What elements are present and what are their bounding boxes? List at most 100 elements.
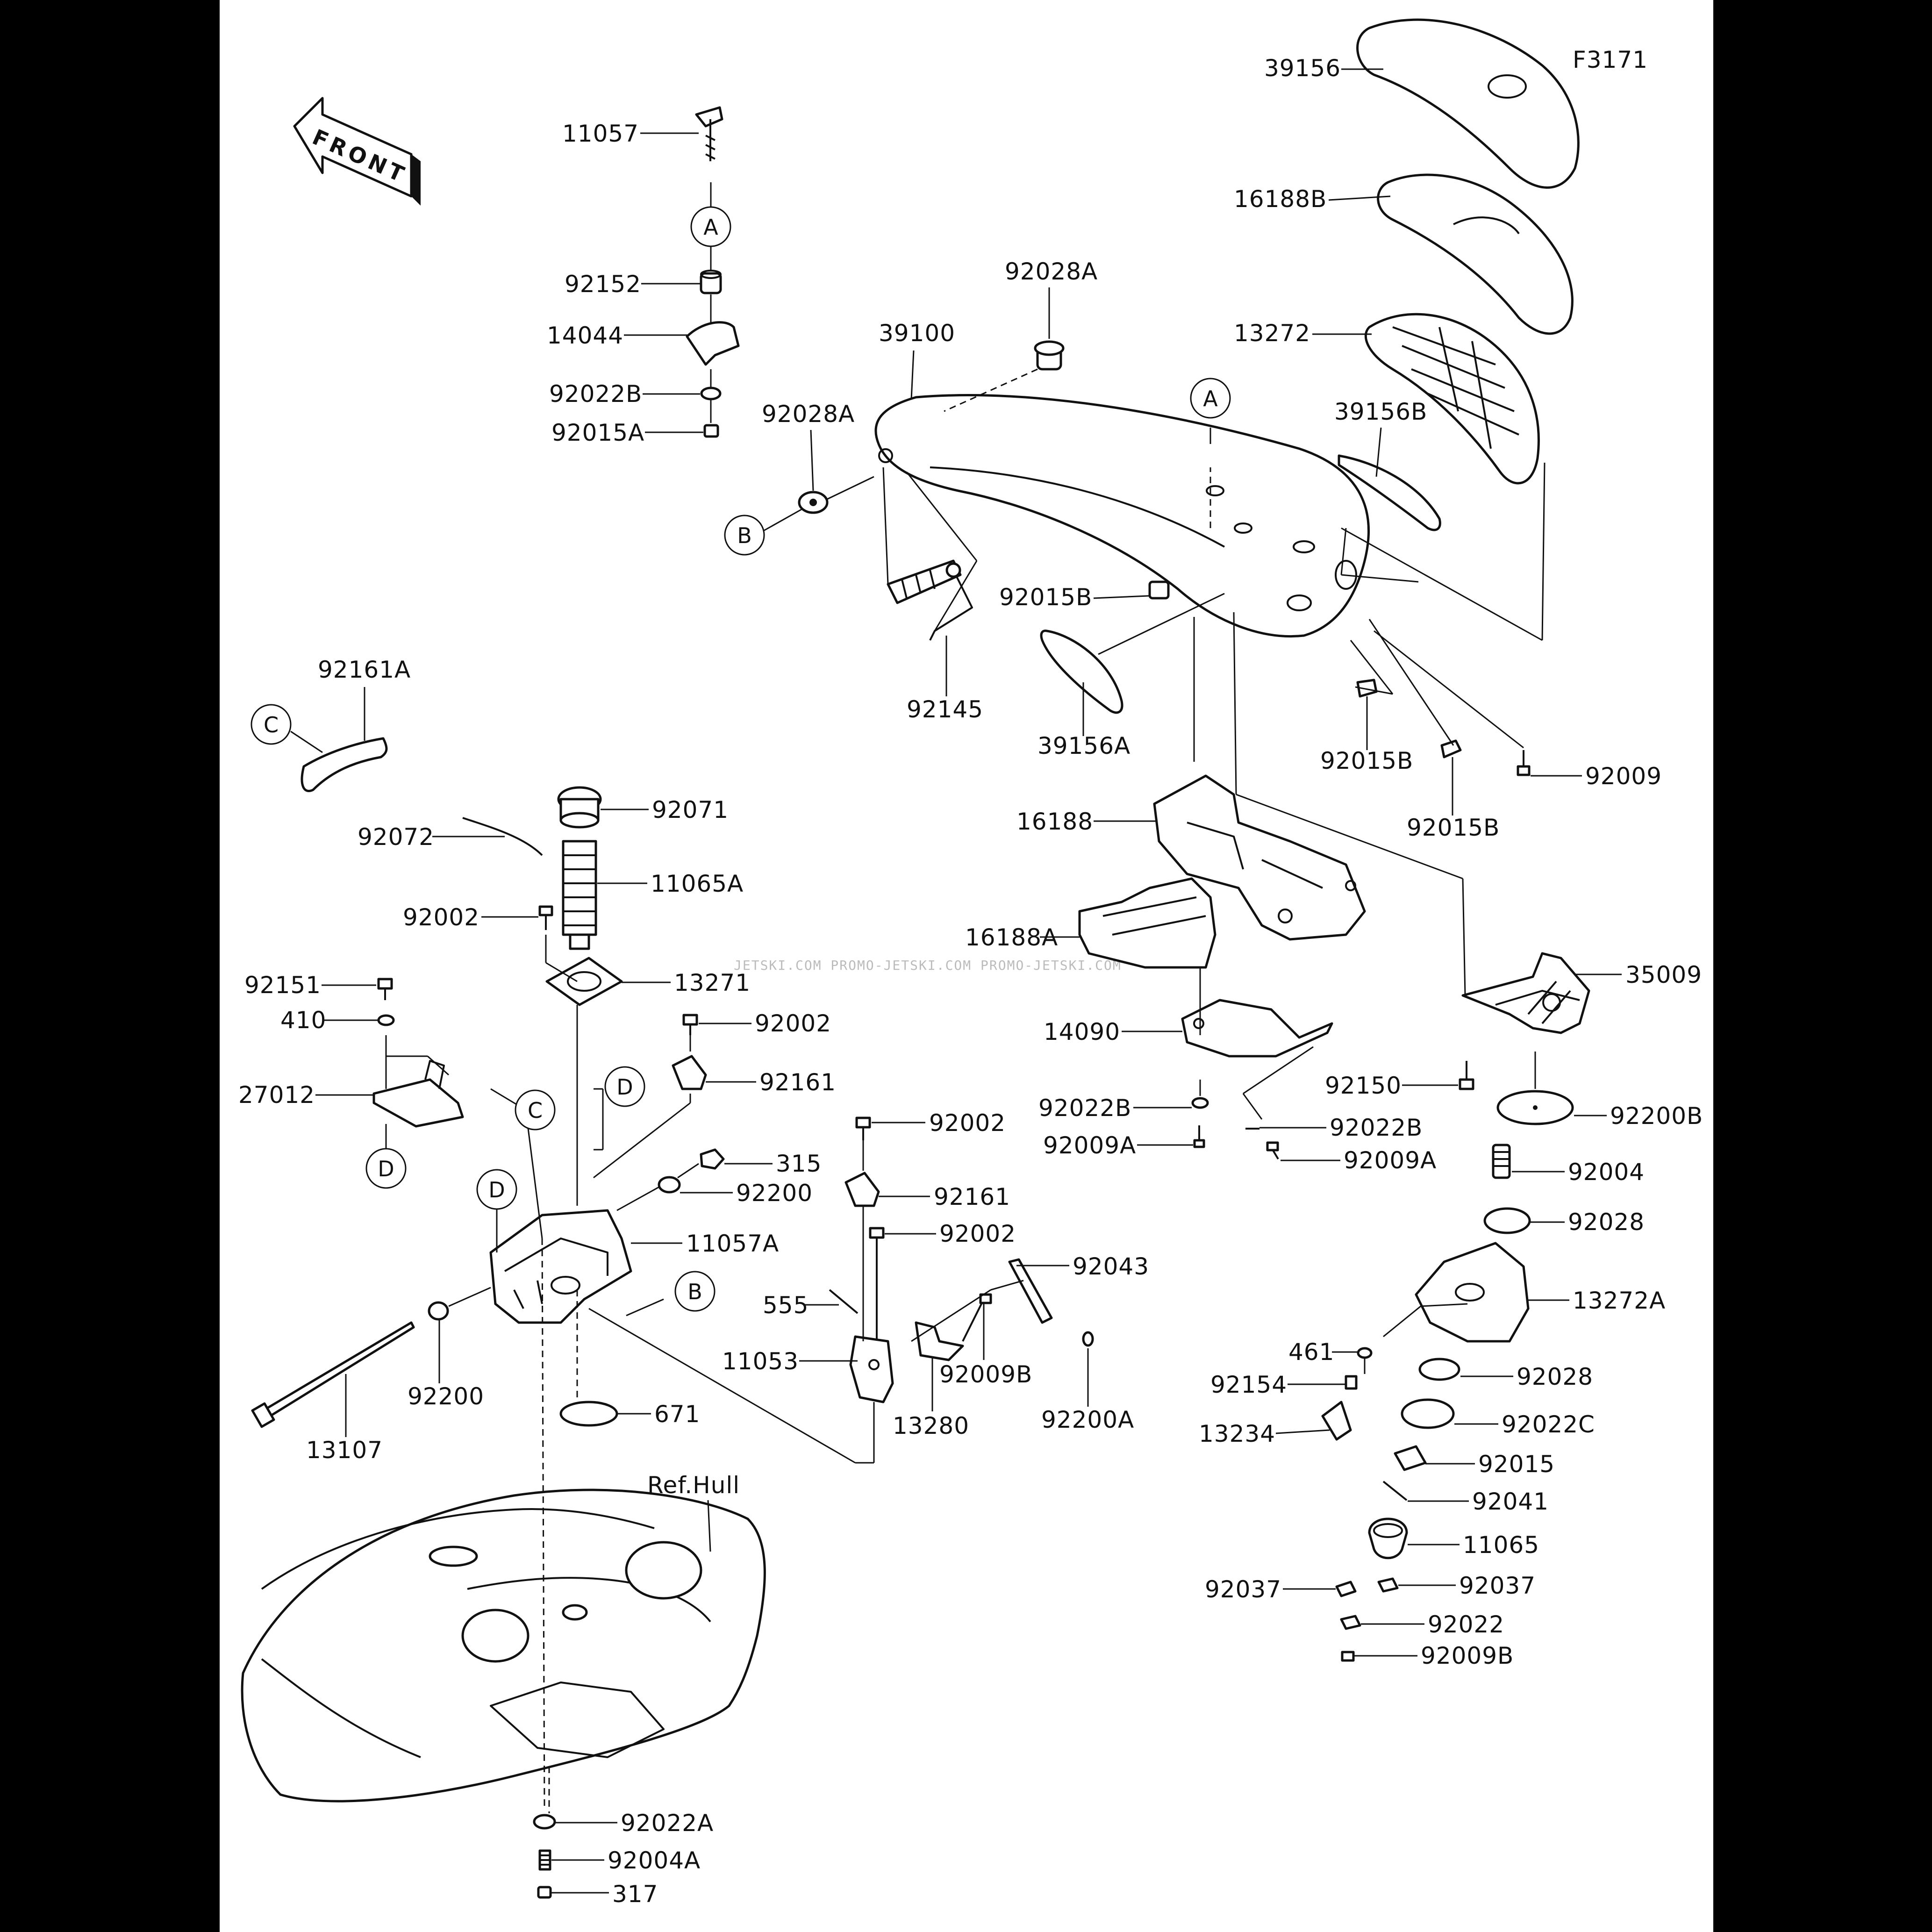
label-92028A-top: 92028A: [1005, 258, 1098, 285]
label-555: 555: [763, 1292, 809, 1319]
label-92009B-1: 92009B: [939, 1361, 1032, 1388]
label-92041: 92041: [1472, 1488, 1549, 1515]
label-92002-2: 92002: [755, 1010, 831, 1037]
label-92004A: 92004A: [608, 1847, 701, 1874]
label-92015: 92015: [1478, 1451, 1555, 1478]
part-92028-washer-2: [1418, 1358, 1460, 1381]
part-14044-shape: [686, 321, 740, 366]
figure-id: F3171: [1573, 46, 1648, 73]
label-92022B-3: 92022B: [1330, 1114, 1423, 1141]
callout-B-left: B: [724, 508, 802, 556]
label-92022: 92022: [1428, 1611, 1504, 1638]
label-39156: 39156: [1264, 55, 1341, 82]
label-11057: 11057: [562, 120, 639, 147]
part-92151-bolt: [377, 978, 393, 1000]
part-92161A-shape: [301, 737, 388, 792]
svg-text:C: C: [528, 1098, 543, 1123]
label-92028-1: 92028: [1568, 1209, 1645, 1236]
part-13234-shape: [1321, 1401, 1352, 1441]
ref-hull-label: Ref.Hull: [647, 1472, 740, 1499]
label-92009A-2: 92009A: [1344, 1147, 1437, 1174]
part-39156-shape: [1356, 18, 1580, 189]
part-92145-shape: [887, 559, 973, 641]
label-13107: 13107: [306, 1437, 383, 1464]
part-92002-bolt-4: [869, 1227, 885, 1346]
part-27012-shape: [372, 1060, 464, 1128]
part-92028A-left: [798, 491, 829, 514]
part-92022A-washer: [533, 1814, 556, 1830]
part-92015B-clip-3: [1440, 739, 1462, 758]
part-13272-shape: [1364, 313, 1540, 485]
part-92028A-top: [1034, 340, 1065, 371]
label-35009: 35009: [1625, 961, 1702, 988]
svg-text:A: A: [1203, 386, 1218, 411]
callout-B-center: B: [674, 1271, 716, 1312]
label-317: 317: [612, 1881, 658, 1908]
callout-C-left: C: [250, 704, 323, 753]
label-92151: 92151: [244, 972, 321, 999]
part-92002-bolt-1: [538, 905, 553, 930]
label-39156B: 39156B: [1334, 398, 1427, 425]
label-11065: 11065: [1463, 1531, 1539, 1559]
label-11057A: 11057A: [686, 1230, 779, 1257]
part-92161-clip-1: [672, 1055, 707, 1090]
label-13234: 13234: [1199, 1420, 1275, 1447]
part-14090-shape: [1181, 999, 1333, 1058]
label-671: 671: [654, 1401, 700, 1428]
part-92002-bolt-2: [682, 1014, 698, 1035]
part-92002-bolt-3: [855, 1116, 871, 1140]
part-92161-clip-2: [844, 1172, 880, 1207]
part-92022B-washer-1: [700, 386, 722, 401]
part-16188-shape: [1153, 774, 1366, 941]
label-92071: 92071: [652, 796, 729, 823]
labels: 39156 16188B 13272 39156B 92028A 39100 9…: [238, 55, 1703, 1908]
callout-A-pole: A: [1190, 378, 1231, 419]
callout-D-left: D: [365, 1124, 407, 1189]
part-39156B-shape: [1338, 454, 1441, 531]
svg-text:D: D: [616, 1074, 633, 1100]
label-461: 461: [1288, 1338, 1334, 1366]
label-92028-2: 92028: [1517, 1363, 1593, 1390]
svg-text:B: B: [737, 523, 752, 548]
label-92015A: 92015A: [551, 419, 644, 446]
part-410-washer: [377, 1014, 395, 1026]
label-92028A-left: 92028A: [762, 401, 855, 428]
label-92015B-2: 92015B: [1320, 747, 1413, 774]
part-92022C-washer: [1401, 1398, 1455, 1429]
label-39100: 39100: [879, 320, 955, 347]
label-410: 410: [280, 1007, 326, 1034]
part-92200-washer-2: [428, 1301, 449, 1321]
label-92022B-2: 92022B: [1038, 1095, 1131, 1122]
label-92200-1: 92200: [736, 1180, 813, 1207]
part-317-nut: [537, 1886, 552, 1899]
part-92015A-nut: [703, 424, 719, 438]
label-11065A: 11065A: [651, 870, 744, 897]
label-92004: 92004: [1568, 1159, 1645, 1186]
label-92022B-1: 92022B: [549, 380, 642, 408]
label-39156A: 39156A: [1038, 732, 1131, 759]
part-39156A-shape: [1040, 630, 1123, 714]
label-92043: 92043: [1073, 1253, 1149, 1280]
label-92015B-1: 92015B: [999, 584, 1092, 611]
part-13271-shape: [545, 957, 623, 1006]
part-13107-bolt: [251, 1321, 415, 1428]
label-92009: 92009: [1585, 763, 1662, 790]
label-92145: 92145: [907, 696, 983, 723]
part-92009B-bolt-2: [1341, 1651, 1355, 1662]
part-11057A-shape: [489, 1209, 632, 1324]
assembly-lines: [385, 182, 1546, 1813]
label-16188B: 16188B: [1234, 186, 1327, 213]
label-13272A: 13272A: [1573, 1287, 1666, 1314]
part-92072-cable: [462, 817, 543, 856]
label-92002-4: 92002: [939, 1220, 1016, 1247]
label-16188: 16188: [1016, 808, 1093, 835]
part-92022-clip: [1340, 1615, 1361, 1630]
label-13272: 13272: [1234, 320, 1310, 347]
part-555-pin: [829, 1289, 859, 1314]
part-92009B-bolt-1: [962, 1293, 992, 1342]
part-35009-shape: [1461, 952, 1590, 1034]
label-92161A: 92161A: [318, 656, 411, 683]
label-92200-2: 92200: [408, 1383, 484, 1410]
label-92200A: 92200A: [1041, 1406, 1134, 1433]
